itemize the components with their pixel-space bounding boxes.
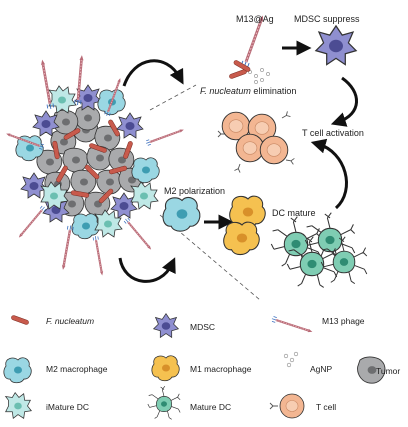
legend-icon-m13-phage	[270, 315, 315, 336]
legend-label-fnucleatum: F. nucleatum	[46, 316, 95, 326]
legend-label-mature-dc: Mature DC	[190, 402, 232, 412]
arrow-mdsc-to-tcell	[330, 76, 358, 127]
legend-label-m1-macrophage: M1 macrophage	[190, 364, 252, 374]
curved-arrow-top	[122, 59, 184, 87]
tumor-cluster	[4, 53, 186, 277]
legend-icon-fnucleatum	[10, 314, 30, 326]
legend-icon-agnp	[283, 351, 299, 368]
label-fn-elimination: F. nucleatum elimination	[200, 86, 296, 97]
label-m13-ag: M13@Ag	[236, 14, 274, 24]
label-dc-mature: DC mature	[272, 208, 316, 218]
legend-label-t-cell: T cell	[316, 402, 337, 412]
t-cell-cluster	[217, 110, 295, 173]
curved-arrow-bottom	[118, 257, 176, 283]
label-fn-elimination-rest: elimination	[250, 86, 297, 96]
legend-icon-m2-macrophage	[3, 357, 32, 384]
m2-macrophage-cell	[162, 196, 201, 232]
legend	[3, 313, 386, 420]
mature-dc-cluster	[270, 212, 368, 289]
legend-label-agnp: AgNP	[310, 364, 333, 374]
m1-macrophage-cluster	[223, 195, 266, 256]
legend-icon-t-cell	[269, 393, 305, 419]
m13-ag-phage	[228, 12, 270, 84]
arrow-dc-to-tcell	[310, 138, 348, 210]
zoom-line-top	[149, 84, 197, 111]
label-t-cell-activation: T cell activation	[302, 128, 364, 138]
legend-label-tumor: Tumor	[376, 366, 401, 376]
legend-label-m2-macrophage: M2 macrophage	[46, 364, 108, 374]
mdsc-suppressed-cell	[315, 25, 357, 66]
label-m2-polarization: M2 polarization	[164, 186, 226, 196]
legend-icon-imature-dc	[5, 392, 32, 419]
label-mdsc-suppress: MDSC suppress	[294, 14, 360, 24]
legend-label-imature-dc: iMature DC	[46, 402, 89, 412]
legend-label-mdsc: MDSC	[190, 322, 216, 332]
legend-label-m13-phage: M13 phage	[322, 316, 365, 326]
label-fn-elimination-species: F. nucleatum	[200, 86, 251, 96]
legend-icon-mdsc	[153, 313, 179, 338]
legend-icon-mature-dc	[147, 385, 181, 420]
legend-icon-m1-macrophage	[151, 355, 180, 382]
